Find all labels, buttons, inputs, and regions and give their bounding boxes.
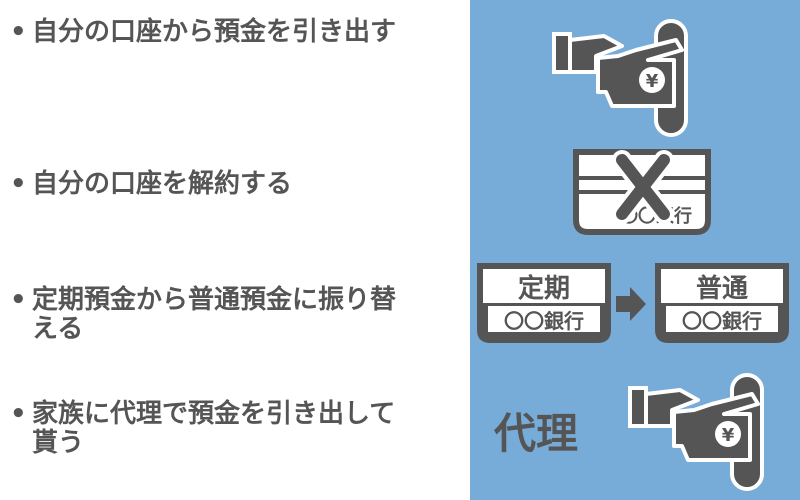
bullet: • [10,285,27,315]
list-item-close-account: • 自分の口座を解約する [10,170,462,199]
operation-list: • 自分の口座から預金を引き出す • 自分の口座を解約する • 定期預金から普通… [10,17,462,458]
yen-symbol: ¥ [646,71,659,92]
fixed-card-title: 定期 [518,273,570,304]
yen-symbol: ¥ [722,425,735,446]
illustration-panel: ¥ 〇〇銀行 定期 〇〇銀行 普通 〇〇銀行 [470,0,800,500]
bullet: • [10,17,27,47]
item-text: 自分の口座を解約する [32,169,293,199]
item-text: 自分の口座から預金を引き出す [32,17,397,47]
fixed-deposit-card: 定期 〇〇銀行 [477,263,611,343]
list-item-proxy-withdraw: • 家族に代理で預金を引き出して 貰う [10,400,462,458]
item-text: 家族に代理で預金を引き出して 貰う [32,399,396,458]
savings-card-bank: 〇〇銀行 [682,309,762,333]
fixed-card-bank: 〇〇銀行 [504,309,584,333]
proxy-atm-icon: ¥ [628,373,764,491]
proxy-label: 代理 [493,409,578,458]
savings-card: 普通 〇〇銀行 [655,263,789,343]
illustration-canvas: ¥ 〇〇銀行 定期 〇〇銀行 普通 〇〇銀行 [477,19,789,491]
item-text: 定期預金から普通預金に振り替 える [32,285,397,344]
list-item-withdraw: • 自分の口座から預金を引き出す [10,18,462,47]
bullet: • [10,399,27,429]
list-item-transfer: • 定期預金から普通預金に振り替 える [10,286,462,344]
closed-account-icon: 〇〇銀行 [573,149,711,235]
arrow-right-icon [616,287,646,321]
atm-withdraw-icon: ¥ [552,19,688,137]
savings-card-title: 普通 [696,273,748,304]
bullet: • [10,169,27,199]
